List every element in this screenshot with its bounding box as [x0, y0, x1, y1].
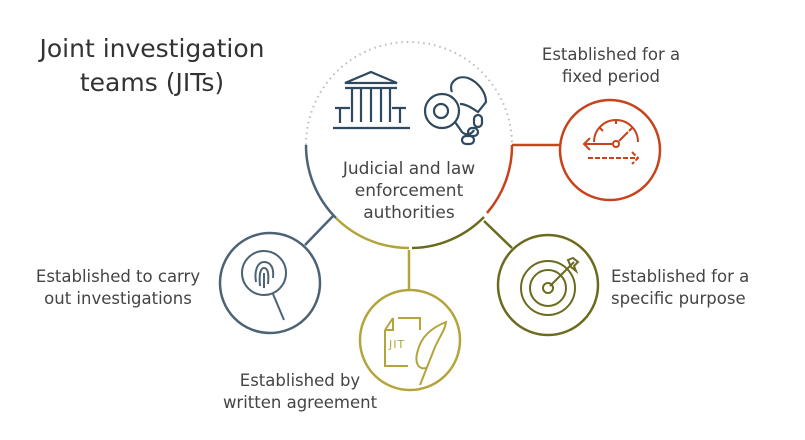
arc-specific-purpose [411, 216, 485, 250]
center-label-line-3: authorities [363, 203, 455, 223]
arc-fixed-period [486, 144, 514, 214]
title-line-2: teams (JITs) [80, 68, 224, 97]
node-circle [558, 98, 662, 202]
investigations-line-2: out investigations [44, 289, 192, 308]
node-investigations [218, 214, 335, 335]
center-label-line-1: Judicial and law [342, 159, 475, 179]
node-circle [496, 233, 600, 337]
node-fixed-period [512, 98, 662, 202]
node-specific-purpose [483, 220, 600, 337]
fingerprint-magnifier-icon [241, 250, 287, 321]
central-circle [304, 41, 514, 250]
arc-investigations [304, 144, 337, 219]
target-arrow-icon [520, 256, 580, 316]
document-quill-icon [384, 317, 448, 386]
connector [483, 220, 513, 249]
speedometer-arrows-icon [582, 119, 640, 165]
handcuffs-icon [423, 76, 488, 146]
center-label-line-2: enforcement [355, 181, 464, 201]
node-circle [358, 288, 462, 392]
specific-purpose-line-2: specific purpose [611, 289, 746, 308]
investigations-line-1: Established to carry [36, 267, 200, 286]
specific-purpose-line-1: Established for a [611, 267, 749, 286]
arc-written-agreement [335, 217, 410, 250]
dotted-arc [305, 41, 513, 146]
fixed-period-line-2: fixed period [562, 67, 660, 86]
node-written-agreement: JIT [358, 250, 462, 392]
fixed-period-line-1: Established for a [542, 45, 680, 64]
courthouse-icon [333, 70, 410, 130]
title-line-1: Joint investigation [37, 34, 264, 63]
connector [304, 214, 335, 246]
document-jit-text: JIT [388, 338, 405, 351]
written-agreement-line-2: written agreement [223, 393, 378, 412]
node-circle [218, 231, 322, 335]
written-agreement-line-1: Established by [240, 371, 361, 390]
